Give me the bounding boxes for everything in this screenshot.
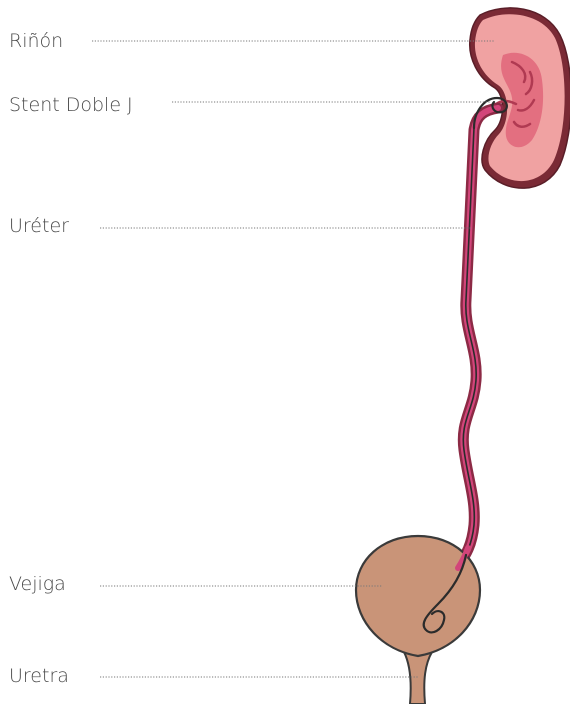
- label-rinon: Riñón: [9, 32, 63, 51]
- bladder: [356, 536, 480, 656]
- label-vejiga: Vejiga: [9, 575, 66, 594]
- urethra: [404, 652, 432, 704]
- label-ureter: Uréter: [9, 217, 69, 236]
- label-uretra: Uretra: [9, 667, 69, 686]
- kidney: [470, 8, 570, 188]
- label-stent: Stent Doble J: [9, 96, 133, 115]
